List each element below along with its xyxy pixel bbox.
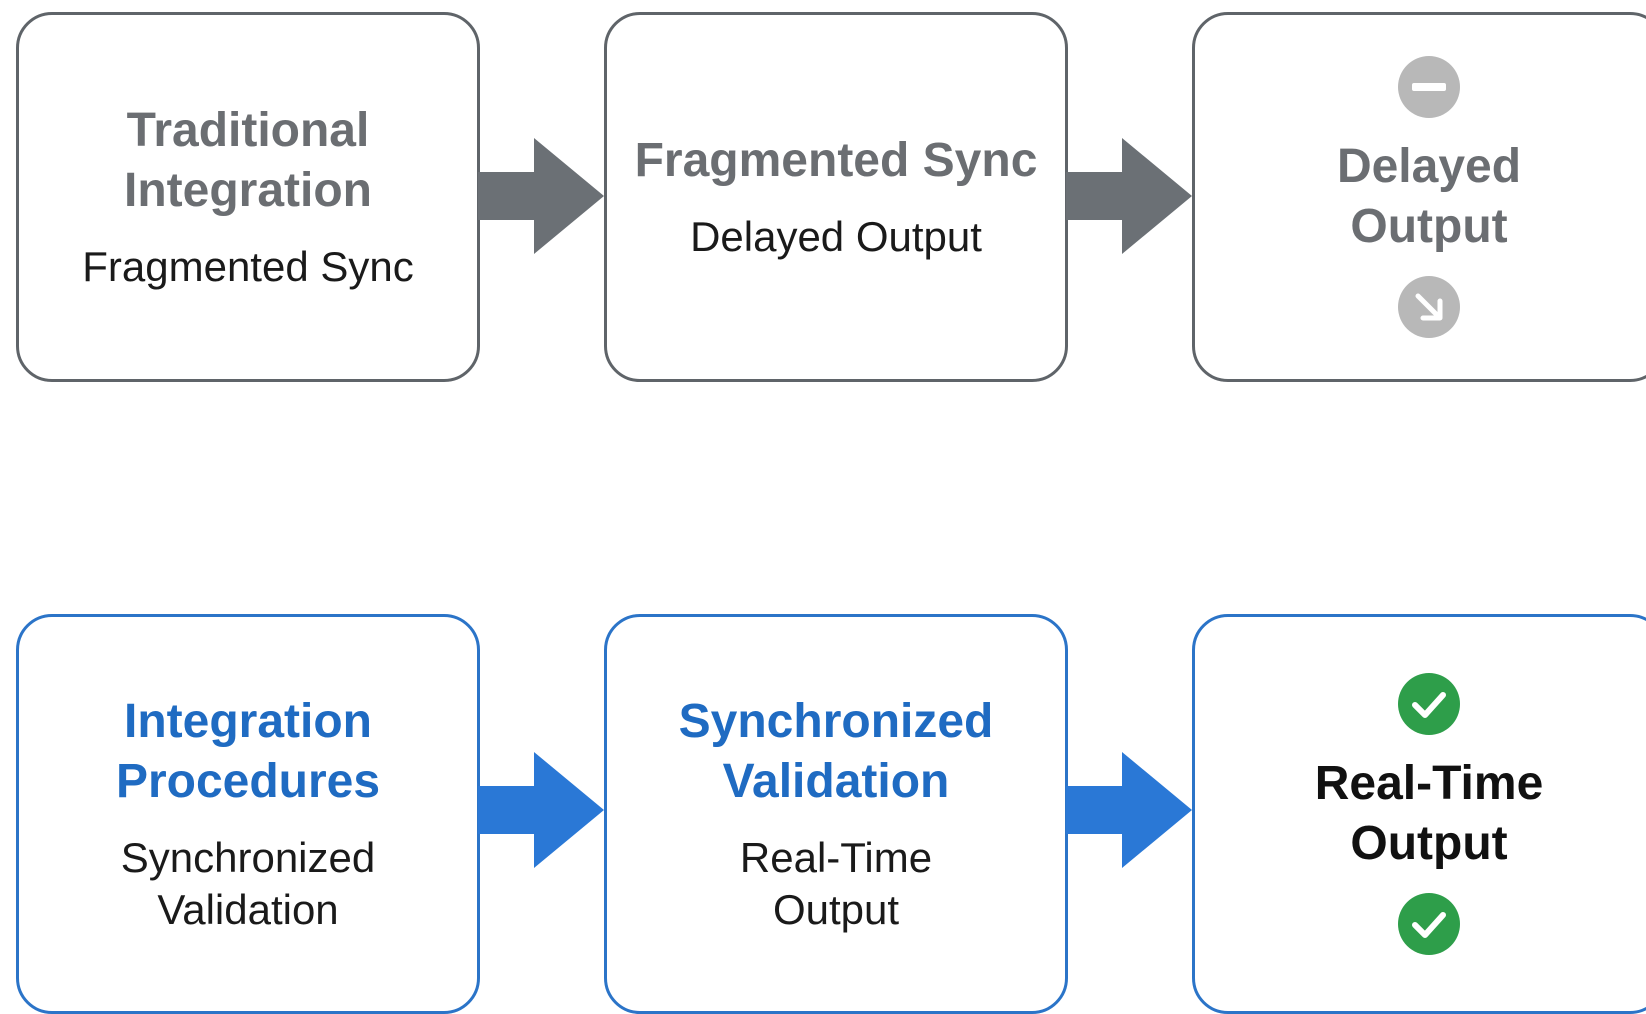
box-subtitle: Fragmented Sync [82, 243, 414, 290]
box-subtitle: Synchronized Validation [120, 834, 376, 933]
traditional-integration-box: Traditional Integration Fragmented Sync [16, 12, 480, 382]
integration-procedures-box: Integration Procedures Synchronized Vali… [16, 614, 480, 1014]
minus-circle-icon [1398, 56, 1460, 118]
box-title: Integration Procedures [115, 695, 381, 808]
outcome-title: Real-Time Output [1314, 757, 1544, 870]
box-subtitle: Real-Time Output [739, 834, 933, 933]
box-title: Traditional Integration [124, 104, 372, 217]
real-time-output-box: Real-Time Output [1192, 614, 1646, 1014]
check-circle-icon [1398, 673, 1460, 735]
improved-arrow-1 [478, 752, 604, 868]
fragmented-sync-box: Fragmented Sync Delayed Output [604, 12, 1068, 382]
check-circle-icon [1398, 893, 1460, 955]
traditional-arrow-1 [478, 138, 604, 254]
improved-arrow-2 [1066, 752, 1192, 868]
box-subtitle: Delayed Output [690, 213, 982, 260]
box-title: Synchronized Validation [678, 695, 994, 808]
traditional-arrow-2 [1066, 138, 1192, 254]
synchronized-validation-box: Synchronized Validation Real-Time Output [604, 614, 1068, 1014]
outcome-title: Delayed Output [1336, 140, 1522, 253]
arrow-down-right-circle-icon [1398, 276, 1460, 338]
box-title: Fragmented Sync [634, 134, 1038, 187]
delayed-output-box: Delayed Output [1192, 12, 1646, 382]
